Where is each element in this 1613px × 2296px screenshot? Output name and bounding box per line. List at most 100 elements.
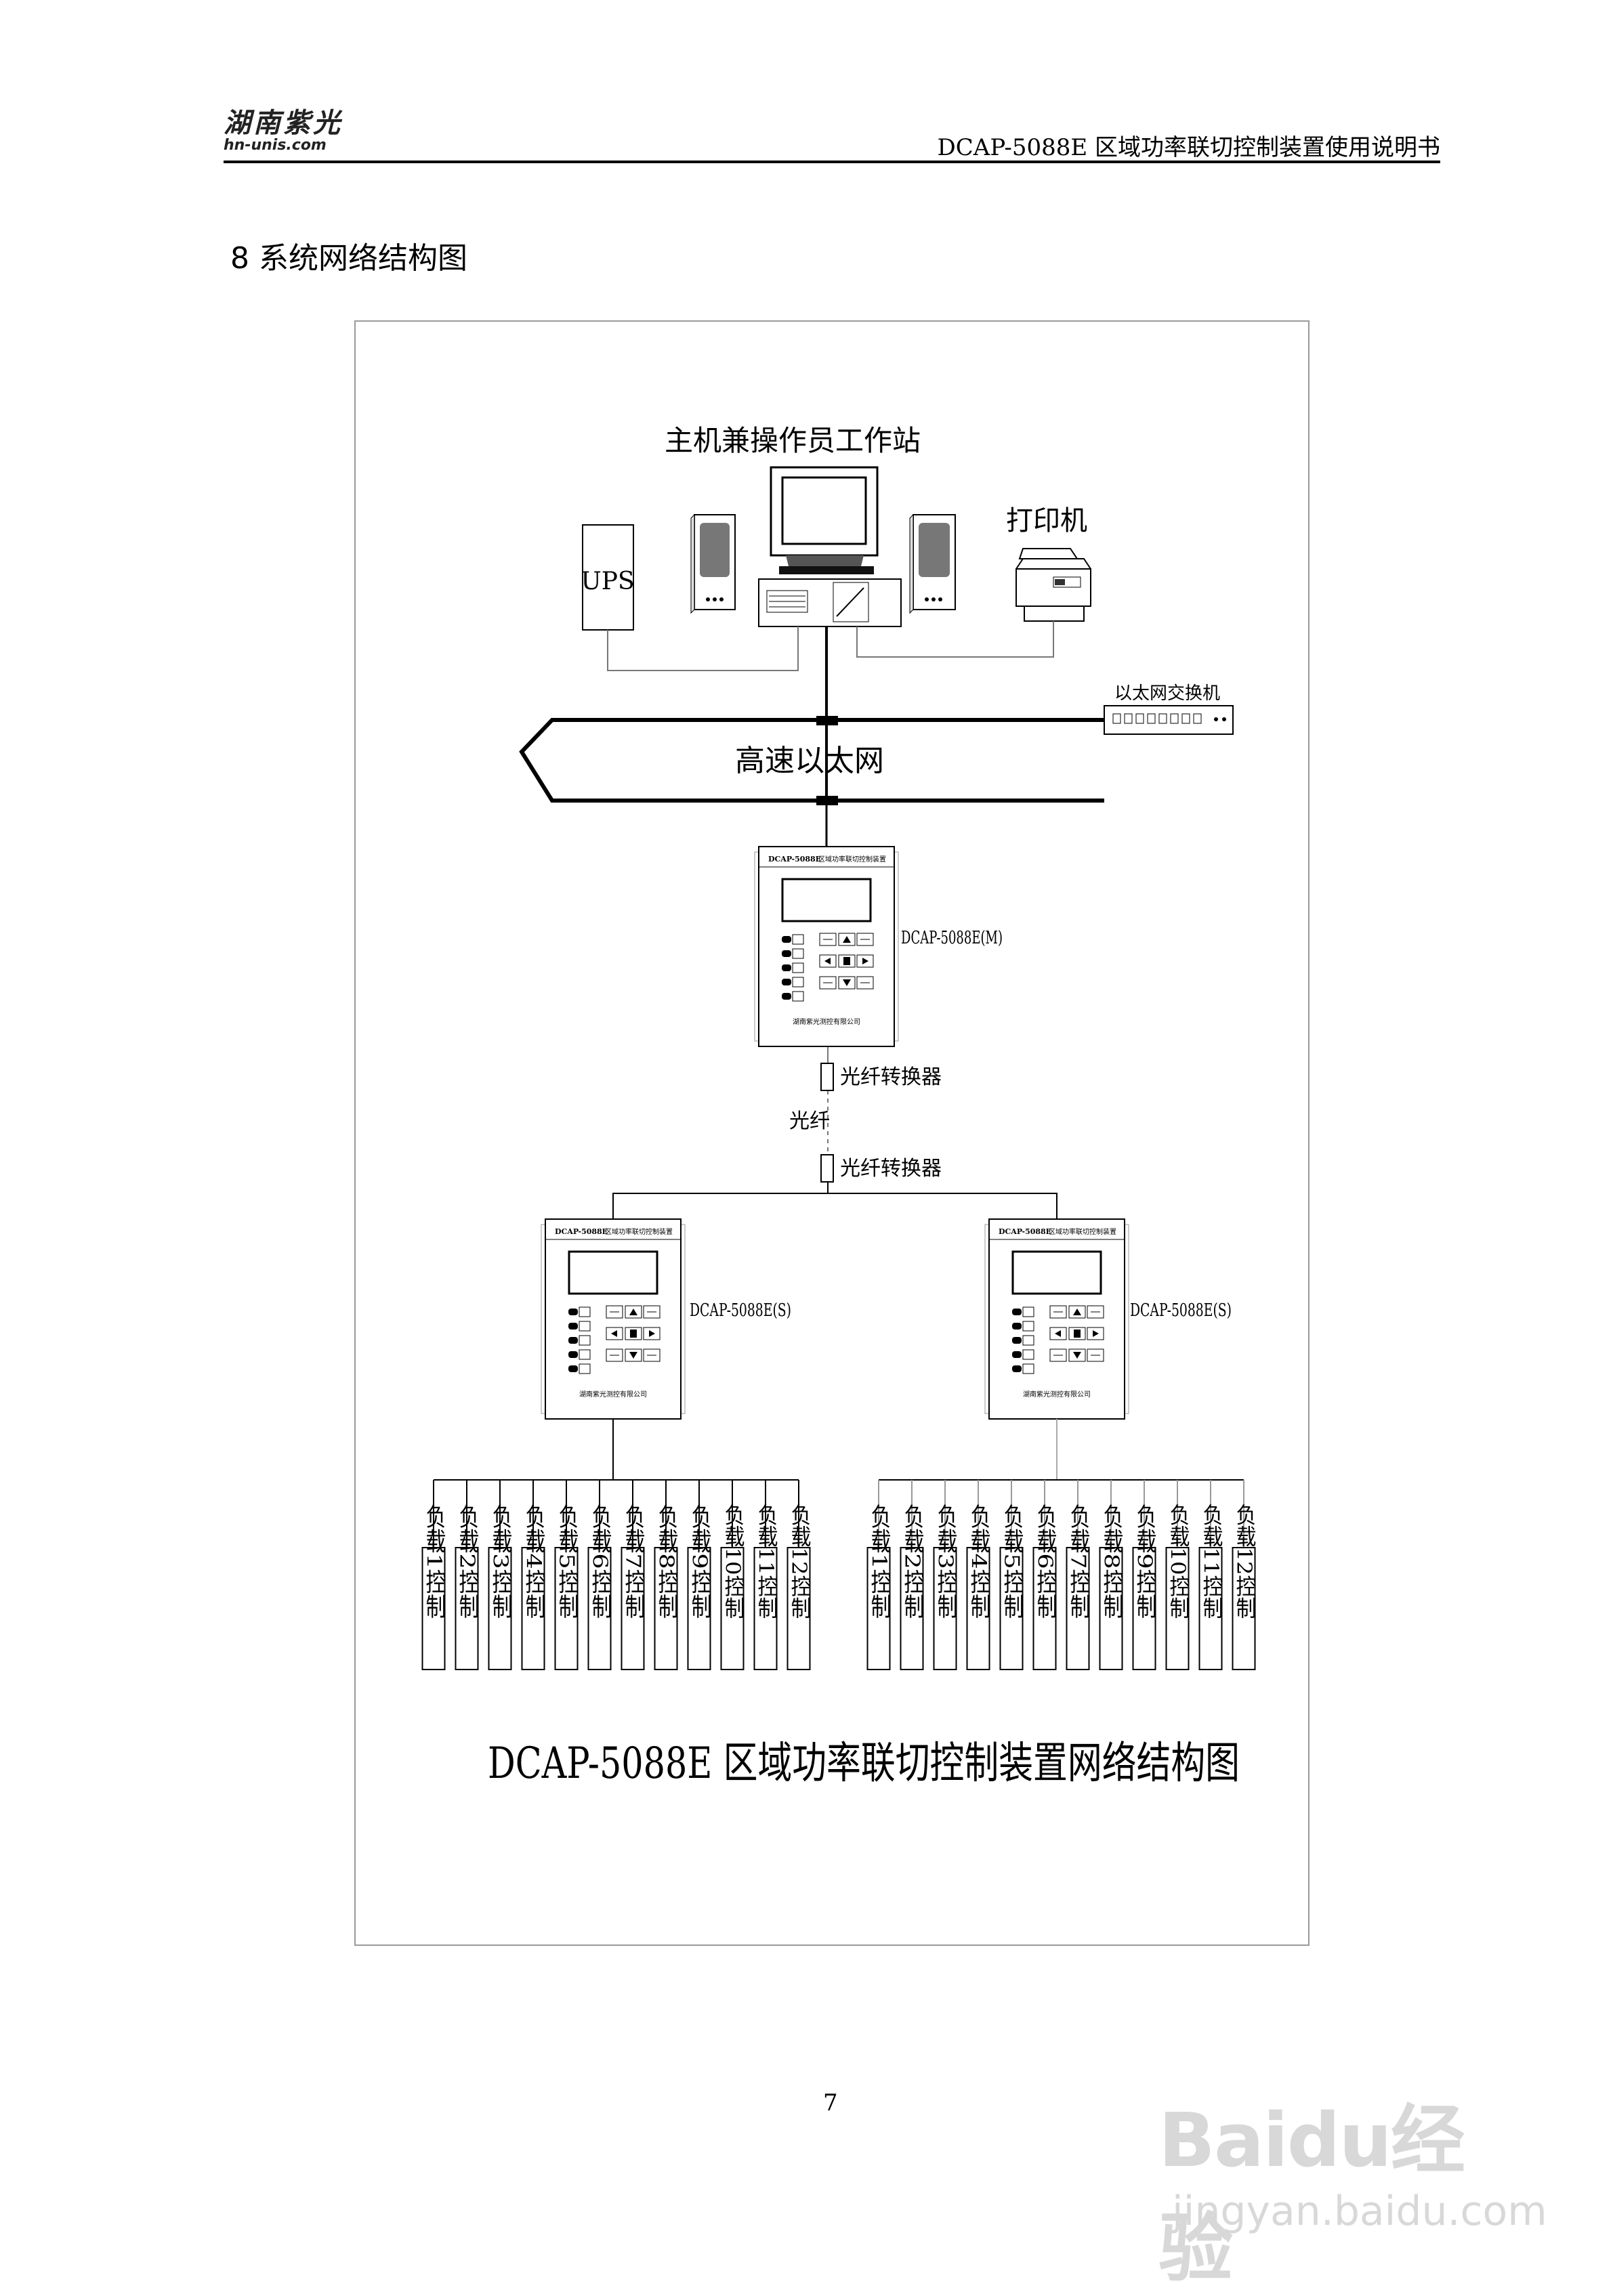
status-led-label <box>1022 1321 1034 1332</box>
load-control-label: 负载10控制 <box>721 1504 745 1619</box>
device-body <box>988 1218 1125 1420</box>
status-led-label <box>579 1349 591 1360</box>
workstation-label: 主机兼操作员工作站 <box>665 424 921 457</box>
status-led <box>568 1351 578 1358</box>
document-title: DCAP-5088E 区域功率联切控制装置使用说明书 <box>937 134 1441 161</box>
load-control-box <box>455 1547 479 1670</box>
slave-tree <box>612 1193 1057 1219</box>
watermark-url: jingyan.baidu.com <box>1172 2188 1547 2235</box>
load-control-label: 负载3控制 <box>488 1504 513 1619</box>
status-led-label <box>792 962 804 973</box>
ethernet-switch <box>1104 705 1234 735</box>
load-control-box <box>787 1547 811 1670</box>
converter-bottom-label: 光纤转换器 <box>840 1157 942 1181</box>
load-control-label: 负载8控制 <box>1099 1504 1124 1619</box>
load-control-label: 负载1控制 <box>867 1504 892 1619</box>
load-control-label: 负载11控制 <box>754 1504 778 1619</box>
load-control-box <box>654 1547 678 1670</box>
arrow-down-icon <box>843 979 851 986</box>
device-maker: 湖南紫光测控有限公司 <box>1023 1390 1091 1399</box>
load-control-box <box>1165 1547 1190 1670</box>
ethernet-bus <box>519 716 1104 805</box>
load-control-box <box>1032 1547 1057 1670</box>
load-control-label: 负载9控制 <box>1133 1504 1157 1619</box>
load-group-right: 负载1控制负载2控制负载3控制负载4控制负载5控制负载6控制负载7控制负载8控制… <box>866 1479 1257 1670</box>
load-control-box <box>1066 1547 1090 1670</box>
status-led <box>1012 1351 1022 1358</box>
status-led-label <box>1022 1306 1034 1317</box>
status-led <box>568 1309 578 1315</box>
load-control-box <box>421 1547 446 1670</box>
device-maker: 湖南紫光测控有限公司 <box>579 1390 647 1399</box>
device-lcd-screen <box>568 1250 658 1295</box>
load-control-label: 负载9控制 <box>688 1504 712 1619</box>
load-control-box <box>933 1547 957 1670</box>
device-subtitle: 区域功率联切控制装置 <box>818 855 886 864</box>
device-subtitle: 区域功率联切控制装置 <box>605 1227 673 1236</box>
status-led <box>1012 1309 1022 1315</box>
company-logo: 湖南紫光 hn-unis.com <box>224 108 366 156</box>
status-led-label <box>792 977 804 987</box>
arrow-up-icon <box>1073 1309 1081 1315</box>
load-control-label: 负载12控制 <box>1232 1504 1257 1619</box>
fiber-converter-bottom <box>820 1154 834 1183</box>
device-lcd-screen <box>1011 1250 1102 1295</box>
status-led-label <box>579 1363 591 1374</box>
arrow-right-icon <box>862 958 868 964</box>
status-led <box>782 979 791 985</box>
load-control-label: 负载11控制 <box>1199 1504 1223 1619</box>
arrow-right-icon <box>1093 1330 1099 1337</box>
diagram-frame <box>354 320 1310 1946</box>
arrow-up-icon <box>843 936 851 943</box>
status-led <box>568 1323 578 1330</box>
arrow-left-icon <box>611 1330 617 1337</box>
load-control-box <box>621 1547 645 1670</box>
slave-right-label: DCAP-5088E(S) <box>1130 1300 1232 1321</box>
load-control-box <box>1132 1547 1156 1670</box>
status-led-label <box>1022 1349 1034 1360</box>
arrow-right-icon <box>649 1330 655 1337</box>
load-control-label: 负载12控制 <box>787 1504 812 1619</box>
status-led <box>568 1365 578 1372</box>
load-control-box <box>753 1547 778 1670</box>
arrow-left-icon <box>1055 1330 1061 1337</box>
converter-top-label: 光纤转换器 <box>840 1065 942 1089</box>
load-control-label: 负载6控制 <box>1033 1504 1057 1619</box>
load-control-box <box>554 1547 579 1670</box>
logo-text-en: hn-unis.com <box>224 137 327 154</box>
enter-icon <box>630 1330 637 1338</box>
master-device-label: DCAP-5088E(M) <box>901 928 1003 948</box>
load-control-label: 负载4控制 <box>967 1504 991 1619</box>
enter-icon <box>843 957 850 965</box>
left-speaker <box>690 513 736 614</box>
load-control-box <box>687 1547 711 1670</box>
fiber-converter-top <box>820 1063 834 1091</box>
status-led-label <box>792 934 804 945</box>
load-control-label: 负载2控制 <box>900 1504 925 1619</box>
status-led-label <box>1022 1335 1034 1346</box>
right-speaker <box>909 513 956 614</box>
load-control-box <box>966 1547 990 1670</box>
load-control-label: 负载5控制 <box>1000 1504 1024 1619</box>
device-brand: DCAP-5088E <box>768 855 821 864</box>
header-rule <box>224 161 1440 163</box>
workstation-case <box>758 578 902 627</box>
load-control-box <box>521 1547 545 1670</box>
load-control-box <box>999 1547 1024 1670</box>
watermark-logo: Baidu经验 <box>1158 2097 1465 2292</box>
ups-unit: UPS <box>581 524 635 631</box>
load-control-label: 负载7控制 <box>1066 1504 1091 1619</box>
status-led <box>782 950 791 957</box>
arrow-down-icon <box>629 1352 637 1359</box>
logo-text-cn: 湖南紫光 <box>224 107 343 139</box>
load-control-box <box>720 1547 745 1670</box>
load-group-left: 负载1控制负载2控制负载3控制负载4控制负载5控制负载6控制负载7控制负载8控制… <box>421 1479 812 1670</box>
load-control-box <box>866 1547 891 1670</box>
status-led <box>782 936 791 943</box>
device-subtitle: 区域功率联切控制装置 <box>1049 1227 1116 1236</box>
arrow-left-icon <box>824 958 831 964</box>
status-led <box>782 964 791 971</box>
load-control-box <box>1099 1547 1123 1670</box>
